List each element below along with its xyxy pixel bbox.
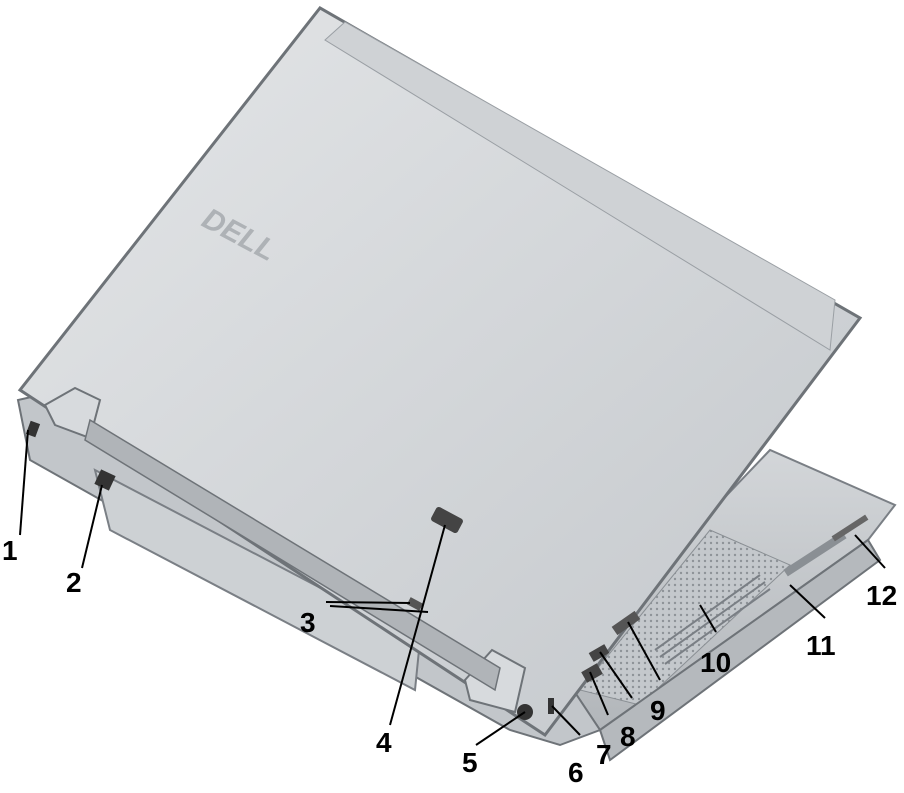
callout-6: 6 [568,757,584,788]
leader-1 [20,430,28,535]
callout-10: 10 [700,647,731,678]
callout-7: 7 [596,739,612,770]
callout-1: 1 [2,535,18,566]
callout-5: 5 [462,747,478,778]
leader-2 [82,485,102,568]
callout-3: 3 [300,607,316,638]
callout-11: 11 [806,630,836,661]
callout-9: 9 [650,695,666,726]
leader-3a [326,602,410,603]
callout-12: 12 [866,580,897,611]
callout-8: 8 [620,721,636,752]
callout-4: 4 [376,727,392,758]
callout-2: 2 [66,567,82,598]
